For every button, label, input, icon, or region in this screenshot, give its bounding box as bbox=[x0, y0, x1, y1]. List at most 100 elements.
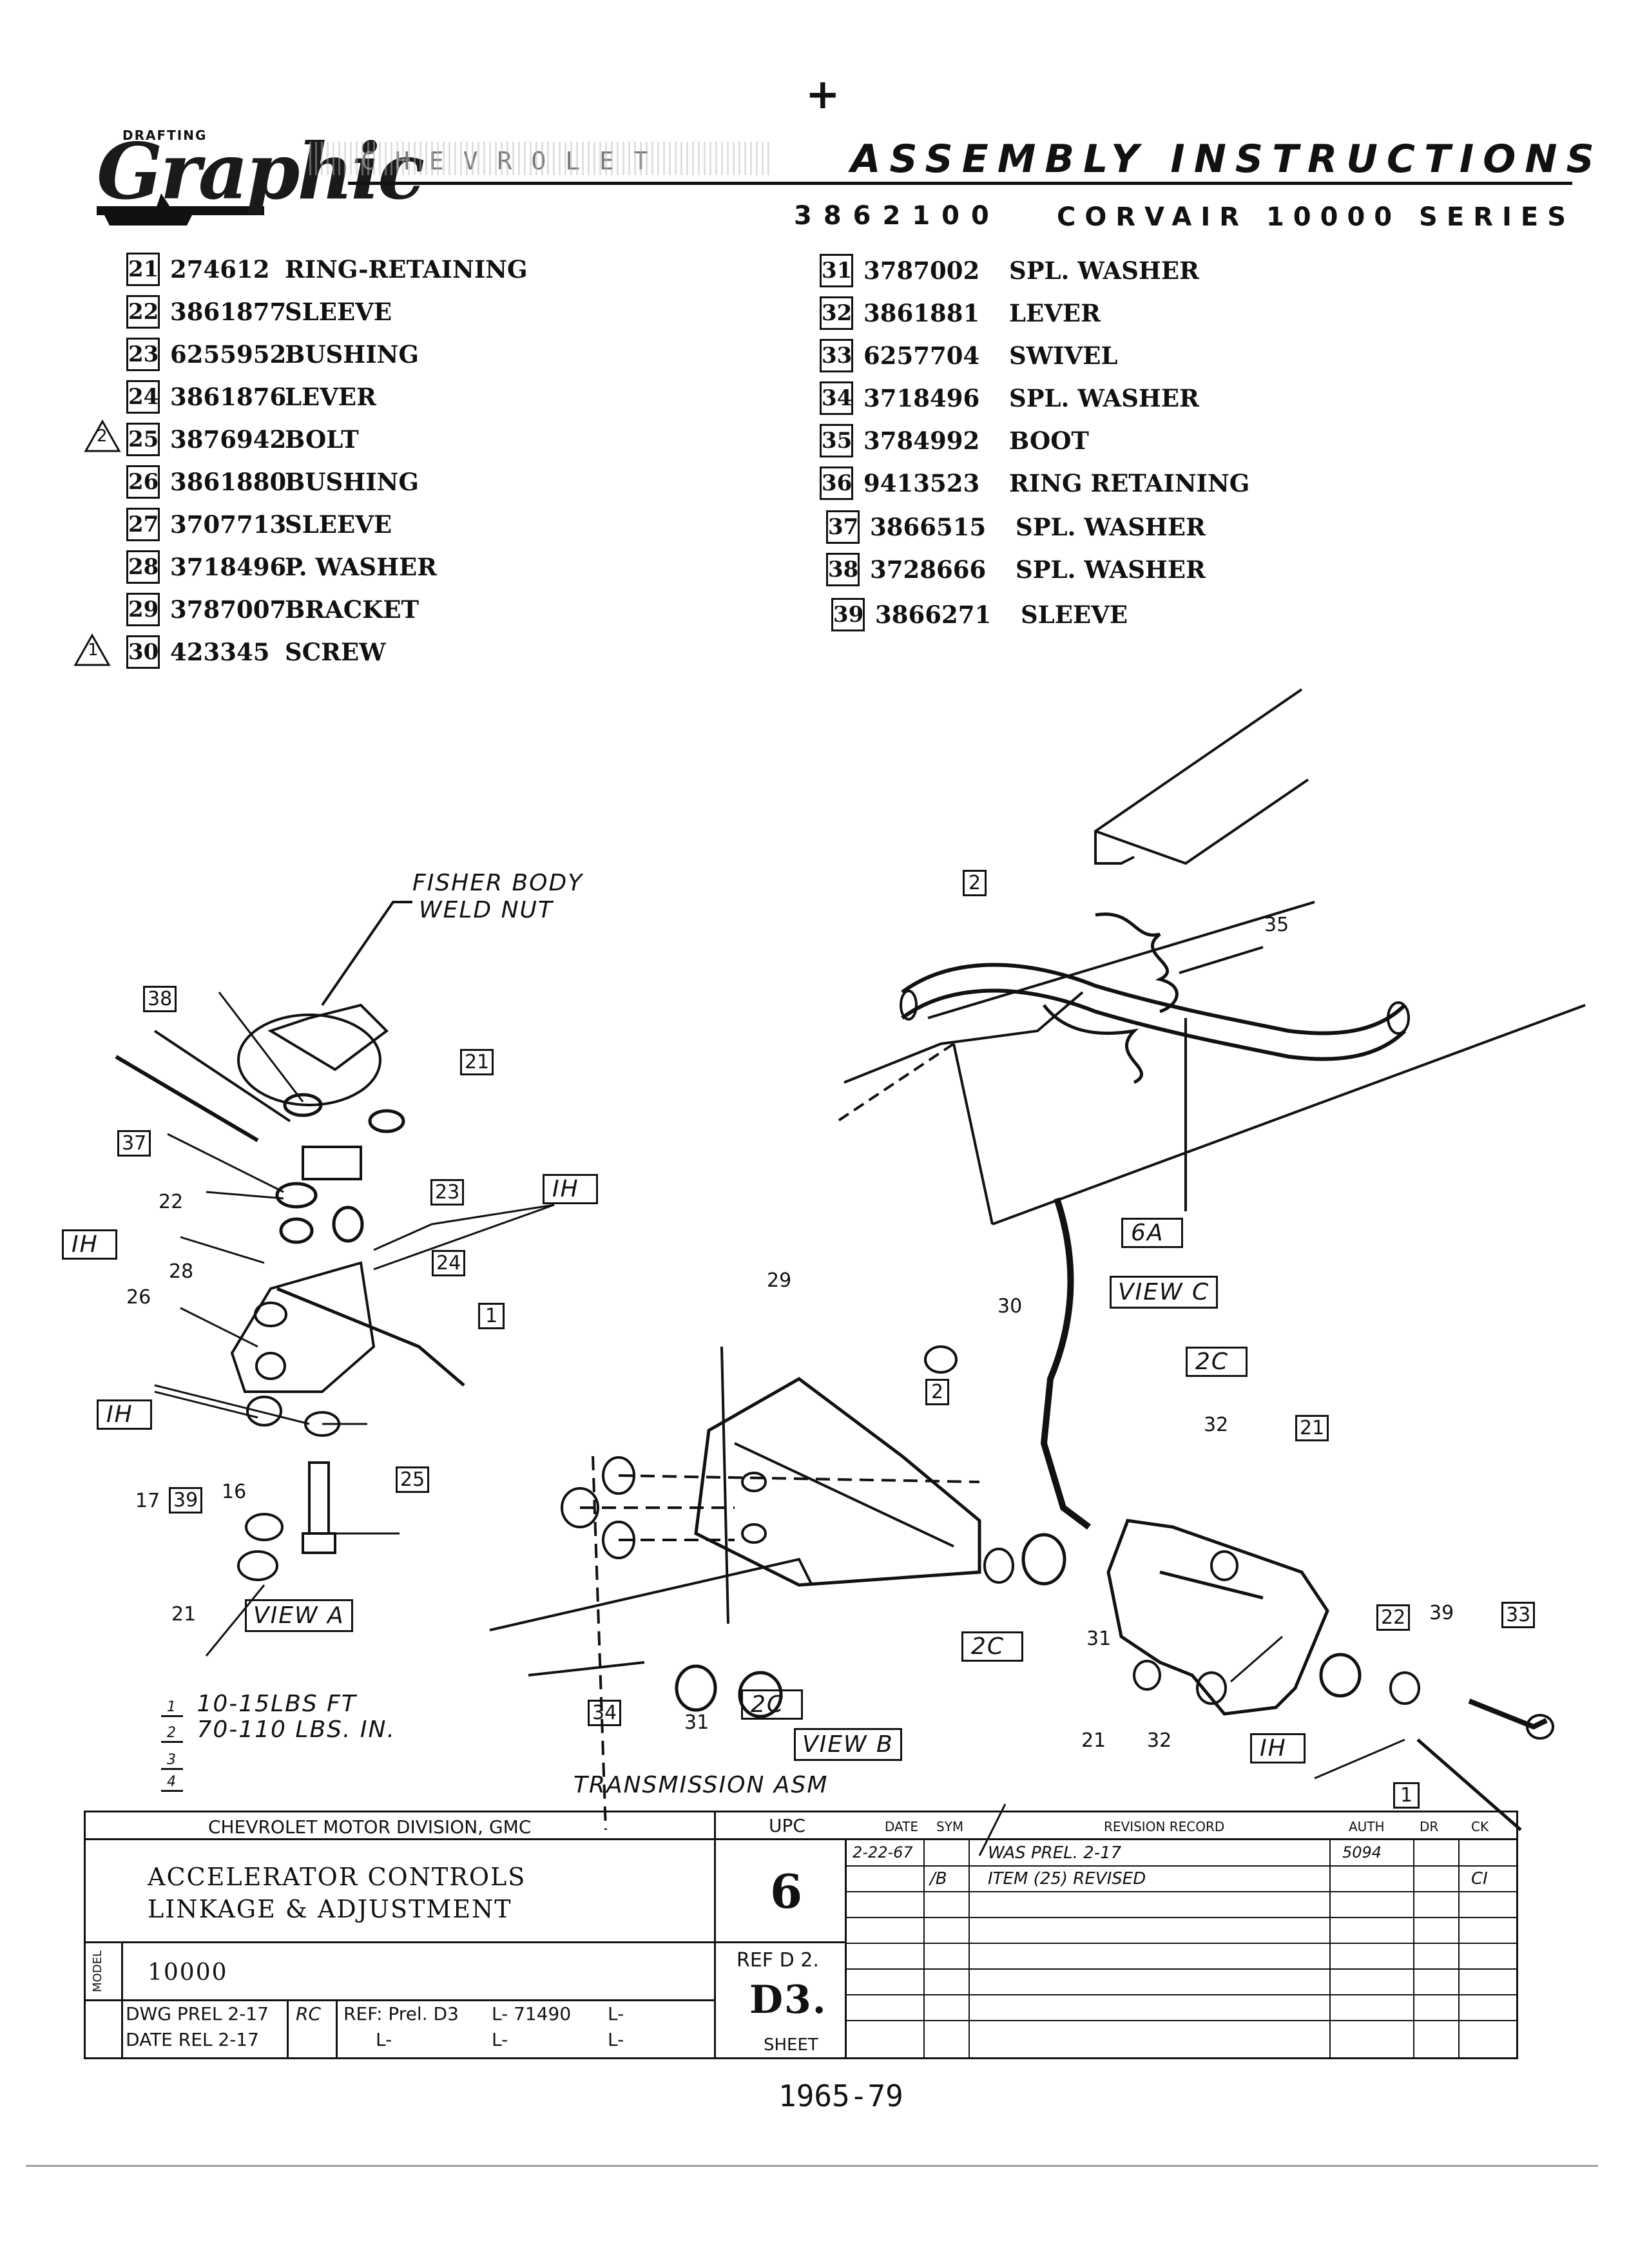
part-description: SPL. WASHER bbox=[1016, 555, 1206, 584]
item-number: 34 bbox=[820, 381, 853, 415]
part-row: 32 3861881 LEVER bbox=[820, 296, 1101, 332]
callout: 39 bbox=[1429, 1602, 1454, 1624]
ref-l5: L- bbox=[608, 2029, 624, 2050]
part-description: SPL. WASHER bbox=[1009, 256, 1199, 285]
part-description: SLEEVE bbox=[285, 510, 392, 539]
two-c-flag: 2C bbox=[1186, 1347, 1248, 1377]
sheet-code: D3. bbox=[749, 1977, 827, 2023]
ih-flag: IH bbox=[97, 1399, 152, 1430]
item-number: 31 bbox=[820, 254, 853, 287]
torque-note: 3 bbox=[161, 1744, 183, 1770]
callout: 28 bbox=[169, 1260, 194, 1283]
callout: 21 bbox=[171, 1603, 197, 1626]
callout: 37 bbox=[117, 1130, 151, 1157]
model-side-label: MODEL bbox=[90, 1950, 104, 1992]
part-number: 6257704 bbox=[863, 341, 980, 370]
part-number: 3876942 bbox=[170, 425, 287, 454]
division-label: CHEVROLET MOTOR DIVISION, GMC bbox=[208, 1816, 532, 1838]
callout: 1 bbox=[1393, 1782, 1420, 1809]
ref-prel: REF: Prel. D3 bbox=[343, 2003, 459, 2024]
rev-header-date: DATE bbox=[885, 1819, 919, 1834]
torque-note: 1 10-15LBS FT bbox=[161, 1691, 357, 1717]
item-number: 32 bbox=[820, 296, 853, 330]
ref-l3: L- bbox=[376, 2029, 392, 2050]
part-number: 3866271 bbox=[875, 601, 992, 629]
torque-note: 2 70-110 LBS. IN. bbox=[161, 1716, 396, 1743]
callout: 30 bbox=[998, 1295, 1023, 1318]
item-number: 22 bbox=[126, 295, 160, 329]
rev-header-ck: CK bbox=[1471, 1819, 1489, 1834]
rev-row-date: 2-22-67 bbox=[853, 1843, 913, 1861]
item-number: 30 bbox=[126, 635, 160, 669]
part-number: 3861876 bbox=[170, 383, 287, 411]
rev-row-sym: /B bbox=[930, 1869, 947, 1888]
dwg-prel: DWG PREL 2-17 bbox=[126, 2003, 269, 2024]
part-number: 3784992 bbox=[863, 427, 980, 455]
logo-art bbox=[97, 193, 264, 226]
ih-flag: IH bbox=[62, 1229, 117, 1260]
callout: 24 bbox=[432, 1250, 466, 1276]
torque-triangle-mark: 1 bbox=[161, 1699, 183, 1717]
part-description: LEVER bbox=[1009, 299, 1101, 327]
rev-header-dr: DR bbox=[1420, 1819, 1439, 1834]
transmission-label: TRANSMISSION ASM bbox=[574, 1772, 829, 1798]
logo-drafting: DRAFTING bbox=[122, 128, 207, 143]
item-number: 24 bbox=[126, 380, 160, 414]
part-description: BUSHING bbox=[285, 340, 419, 369]
view-a-label: VIEW A bbox=[245, 1599, 353, 1632]
callout: 34 bbox=[588, 1700, 622, 1726]
part-number: 3718496 bbox=[170, 553, 287, 581]
item-number: 33 bbox=[820, 339, 853, 372]
callout: 2 bbox=[963, 870, 987, 896]
item-number: 25 bbox=[126, 423, 160, 456]
item-number: 38 bbox=[826, 553, 860, 586]
callout: 26 bbox=[126, 1286, 151, 1309]
title-block: CHEVROLET MOTOR DIVISION, GMC ACCELERATO… bbox=[84, 1811, 1518, 2059]
upc-header: UPC bbox=[769, 1815, 805, 1836]
callout: 31 bbox=[1086, 1628, 1112, 1650]
item-number: 26 bbox=[126, 465, 160, 499]
part-description: P. WASHER bbox=[285, 553, 437, 581]
ref-l1: L- 71490 bbox=[492, 2003, 572, 2024]
callout: 21 bbox=[1295, 1415, 1329, 1441]
upc-value: 6 bbox=[770, 1864, 804, 1919]
part-description: SPL. WASHER bbox=[1016, 513, 1206, 541]
drawing-title-2: LINKAGE & ADJUSTMENT bbox=[148, 1895, 512, 1923]
part-description: SPL. WASHER bbox=[1009, 384, 1199, 412]
part-number: 3707713 bbox=[170, 510, 287, 539]
date-rel: DATE REL 2-17 bbox=[126, 2029, 259, 2050]
part-number: 3861881 bbox=[863, 299, 980, 327]
two-c-flag: 2C bbox=[961, 1631, 1024, 1662]
logo-script: Graphic bbox=[97, 126, 425, 217]
part-number: 3861877 bbox=[170, 298, 287, 326]
part-description: SCREW bbox=[285, 638, 386, 666]
callout: 16 bbox=[222, 1481, 247, 1503]
rev-row-ck: CI bbox=[1471, 1869, 1488, 1888]
part-number: 3862100 bbox=[794, 201, 1001, 231]
torque-triangle-mark: 3 bbox=[161, 1752, 183, 1770]
item-number: 35 bbox=[820, 424, 853, 457]
callout: 32 bbox=[1204, 1414, 1229, 1436]
item-number: 21 bbox=[126, 253, 160, 286]
part-description: SLEEVE bbox=[1021, 601, 1128, 629]
sheet-label: SHEET bbox=[764, 2035, 818, 2055]
rev-row-auth: 5094 bbox=[1342, 1843, 1382, 1861]
page-number: 1965-79 bbox=[778, 2079, 903, 2113]
callout: 31 bbox=[684, 1711, 709, 1734]
item-number: 29 bbox=[126, 593, 160, 626]
torque-note: 4 bbox=[161, 1765, 183, 1792]
callout: 17 bbox=[135, 1490, 160, 1512]
part-description: BUSHING bbox=[285, 468, 419, 496]
callout: 32 bbox=[1147, 1729, 1172, 1752]
rev-row-record: ITEM (25) REVISED bbox=[988, 1869, 1146, 1888]
callout: 2 bbox=[925, 1379, 950, 1405]
model-number: 10000 bbox=[148, 1959, 228, 1986]
part-number: 3787007 bbox=[170, 595, 287, 624]
callout: 25 bbox=[396, 1466, 430, 1493]
callout: 33 bbox=[1501, 1602, 1536, 1628]
part-number: 423345 bbox=[170, 638, 270, 666]
